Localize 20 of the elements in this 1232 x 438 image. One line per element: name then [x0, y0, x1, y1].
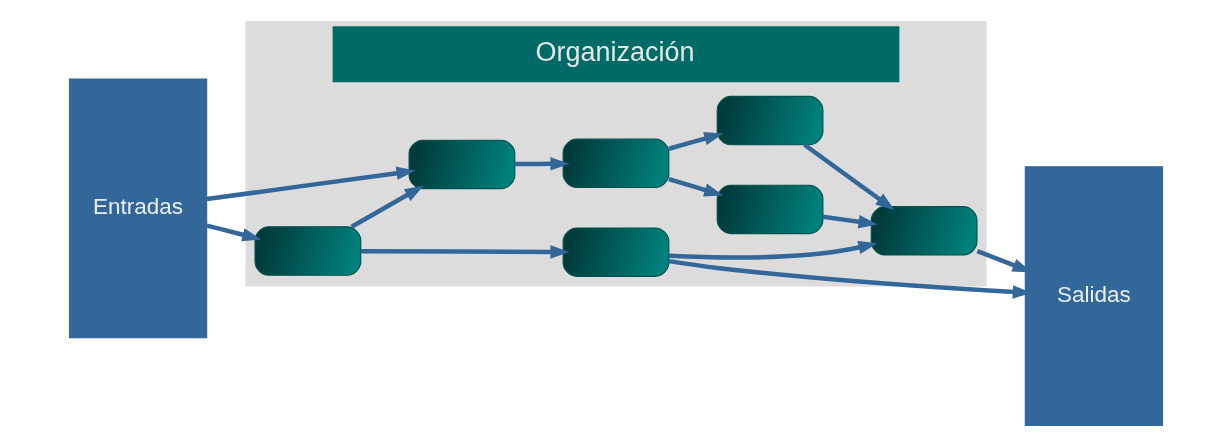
arrow — [206, 223, 262, 242]
node-box — [254, 226, 362, 276]
node-box — [716, 95, 824, 146]
arrow — [360, 245, 570, 259]
arrow — [206, 166, 416, 202]
node-box — [870, 206, 978, 256]
arrow — [350, 185, 424, 229]
node-box — [562, 138, 670, 189]
node-box — [716, 184, 824, 235]
arrow — [668, 132, 724, 151]
node-box — [562, 227, 670, 277]
node-box: Entradas — [68, 78, 208, 339]
arrow — [822, 214, 878, 229]
arrow — [514, 157, 570, 171]
arrow — [803, 142, 895, 211]
arrow — [668, 240, 878, 260]
node-box — [408, 139, 516, 190]
cluster: Organización — [245, 21, 987, 287]
arrow — [668, 176, 724, 197]
node-box: Salidas — [1024, 166, 1164, 426]
